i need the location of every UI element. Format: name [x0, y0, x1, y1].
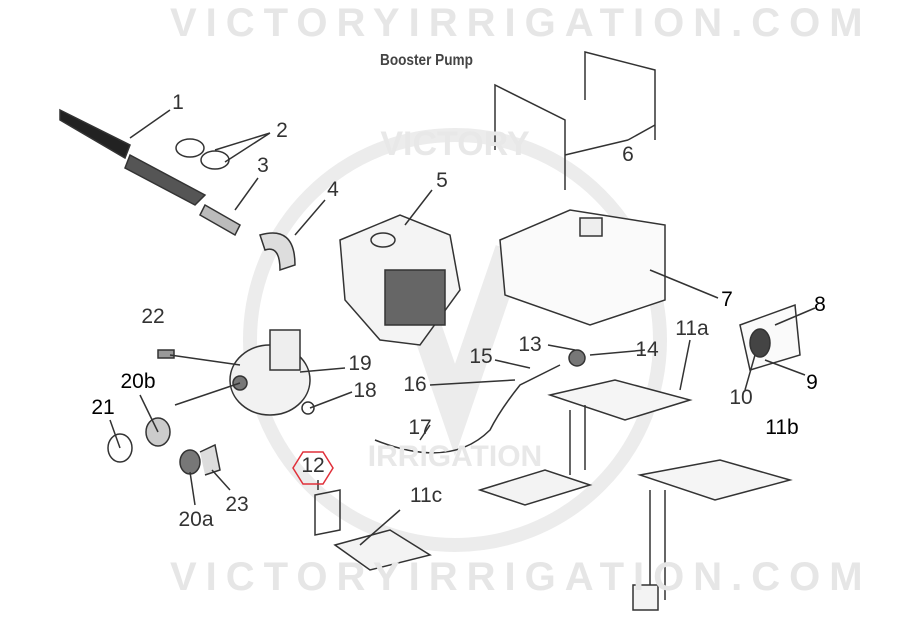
part-label-11a[interactable]: 11a — [675, 317, 709, 340]
part-label-12[interactable]: 12 — [301, 454, 325, 477]
part-label-5[interactable]: 5 — [436, 169, 448, 192]
part-label-13[interactable]: 13 — [518, 333, 542, 356]
part-label-21[interactable]: 21 — [91, 396, 115, 419]
diagram-title: Booster Pump — [380, 52, 473, 69]
part-label-17[interactable]: 17 — [408, 416, 432, 439]
part-label-1[interactable]: 1 — [172, 91, 184, 114]
watermark-logo-bottom: IRRIGATION — [368, 440, 542, 473]
part-label-16[interactable]: 16 — [403, 373, 427, 396]
part-label-20a[interactable]: 20a — [178, 508, 214, 531]
part-label-7[interactable]: 7 — [721, 288, 733, 311]
part-label-22[interactable]: 22 — [141, 305, 165, 328]
part-label-3[interactable]: 3 — [257, 154, 269, 177]
part-label-2[interactable]: 2 — [276, 119, 288, 142]
part-label-15[interactable]: 15 — [469, 345, 493, 368]
part-label-18[interactable]: 18 — [353, 379, 377, 402]
part-label-8[interactable]: 8 — [814, 293, 826, 316]
part-label-9[interactable]: 9 — [806, 371, 818, 394]
part-label-11c[interactable]: 11c — [409, 484, 443, 507]
watermark-top: VICTORYIRRIGATION.COM — [170, 1, 872, 45]
part-label-19[interactable]: 19 — [348, 352, 372, 375]
highlight-hexagon — [292, 451, 334, 485]
part-label-6[interactable]: 6 — [622, 143, 634, 166]
part-label-10[interactable]: 10 — [729, 386, 753, 409]
watermark-logo-top: VICTORY — [380, 125, 530, 163]
part-label-14[interactable]: 14 — [635, 338, 659, 361]
part-label-11b[interactable]: 11b — [765, 416, 799, 439]
part-label-4[interactable]: 4 — [327, 178, 339, 201]
part-label-20b[interactable]: 20b — [120, 370, 156, 393]
watermark-bottom: VICTORYIRRIGATION.COM — [170, 555, 872, 599]
part-label-23[interactable]: 23 — [225, 493, 249, 516]
